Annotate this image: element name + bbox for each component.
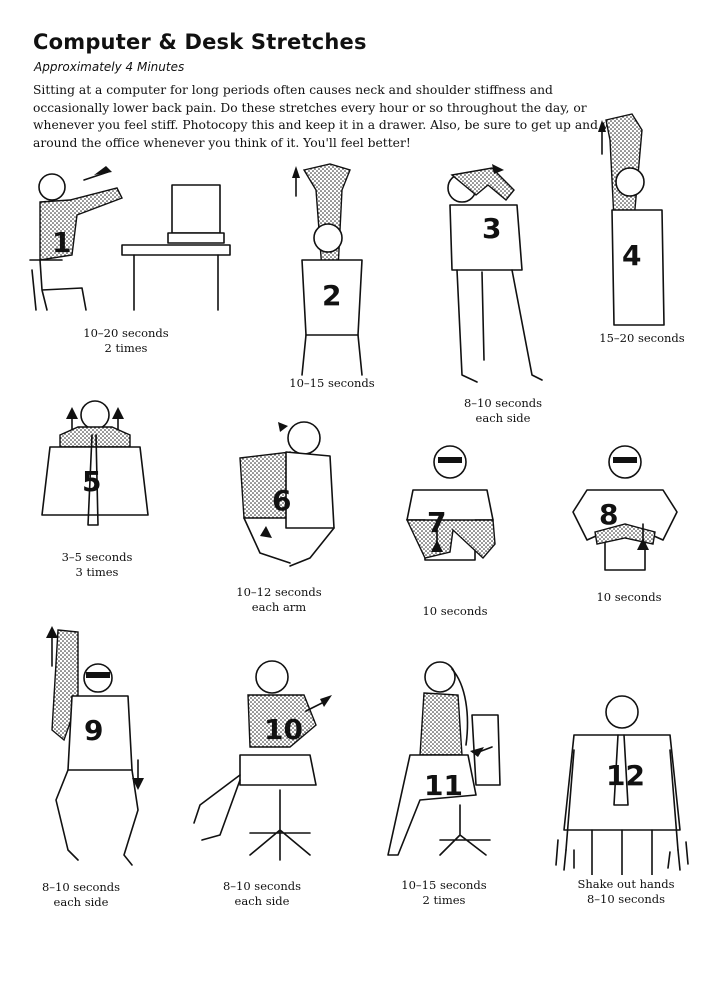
stretch-7-caption: 10 seconds bbox=[422, 604, 488, 618]
stretch-12-number: 12 bbox=[606, 759, 645, 792]
stretch-6-illustration: 6 bbox=[230, 418, 340, 583]
stretch-8-number: 8 bbox=[599, 498, 618, 531]
stretch-4-caption: 15–20 seconds bbox=[599, 331, 685, 345]
stretch-8-illustration: 8 bbox=[565, 440, 685, 580]
stretch-2-caption: 10–15 seconds bbox=[289, 376, 375, 390]
stretch-7-number: 7 bbox=[427, 506, 446, 539]
stretch-4-illustration: 4 bbox=[592, 110, 672, 330]
stretch-8-caption: 10 seconds bbox=[596, 590, 662, 604]
page-title: Computer & Desk Stretches bbox=[33, 30, 367, 54]
stretch-11-caption: 10–15 seconds 2 times bbox=[401, 878, 487, 907]
stretch-9-illustration: 9 bbox=[28, 610, 158, 875]
stretch-1-illustration: 1 bbox=[22, 160, 232, 315]
stretch-7-illustration: 7 bbox=[395, 440, 515, 600]
stretch-9-caption: 8–10 seconds each side bbox=[41, 880, 121, 909]
stretch-1-caption: 10–20 seconds 2 times bbox=[83, 326, 169, 355]
stretch-6-number: 6 bbox=[272, 484, 291, 517]
stretch-12-caption: Shake out hands 8–10 seconds bbox=[577, 877, 675, 906]
stretch-12-illustration: 12 bbox=[552, 690, 692, 875]
stretch-11-number: 11 bbox=[424, 769, 463, 802]
stretch-3-illustration: 3 bbox=[422, 160, 552, 390]
stretch-9-number: 9 bbox=[84, 714, 103, 747]
stretch-4-number: 4 bbox=[622, 239, 641, 272]
stretch-1-number: 1 bbox=[52, 226, 71, 259]
stretch-3-caption: 8–10 seconds each side bbox=[463, 396, 543, 425]
page-subtitle: Approximately 4 Minutes bbox=[34, 60, 185, 74]
stretch-10-caption: 8–10 seconds each side bbox=[222, 879, 302, 908]
stretch-2-illustration: 2 bbox=[282, 160, 382, 380]
stretch-5-illustration: 5 bbox=[30, 395, 160, 545]
stretch-11-illustration: 11 bbox=[380, 655, 510, 870]
stretch-6-caption: 10–12 seconds each arm bbox=[236, 585, 322, 614]
stretch-2-number: 2 bbox=[322, 279, 341, 312]
intro-paragraph: Sitting at a computer for long periods o… bbox=[33, 83, 632, 150]
stretch-5-caption: 3–5 seconds 3 times bbox=[61, 550, 133, 579]
stretch-3-number: 3 bbox=[482, 212, 501, 245]
stretch-10-illustration: 10 bbox=[180, 655, 345, 870]
stretch-10-number: 10 bbox=[264, 713, 303, 746]
stretch-5-number: 5 bbox=[82, 465, 101, 498]
